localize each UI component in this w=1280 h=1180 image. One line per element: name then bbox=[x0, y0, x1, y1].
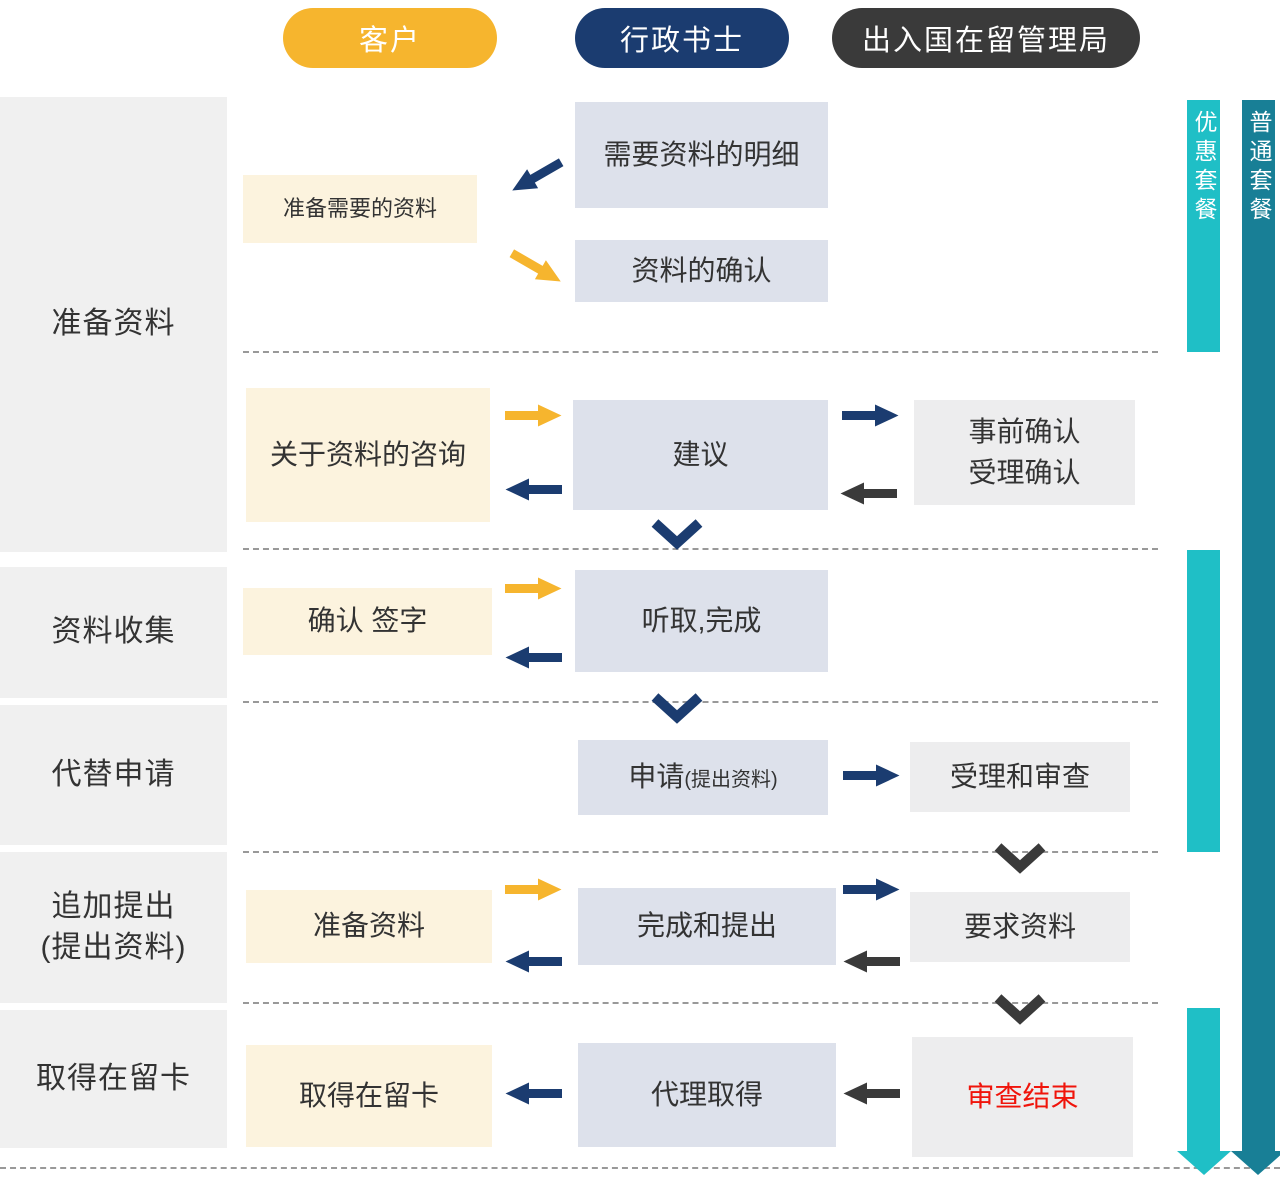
discount-package-arrowhead-icon bbox=[1177, 1151, 1231, 1175]
step-complete-submit: 完成和提出 bbox=[578, 888, 836, 965]
regular-package-label: 普通套餐 bbox=[1246, 110, 1272, 226]
stage-additional-submission: 追加提出 (提出资料) bbox=[0, 852, 227, 1003]
discount-package-bar-segment bbox=[1187, 1008, 1220, 1153]
step-apply-note: (提出资料) bbox=[684, 769, 778, 792]
arrow-left-icon bbox=[505, 1082, 562, 1105]
step-prior-confirm-line2: 受理确认 bbox=[968, 456, 1081, 488]
stage-additional-submission-line2: (提出资料) bbox=[40, 930, 187, 964]
step-confirm-sign: 确认 签字 bbox=[243, 588, 492, 655]
arrow-right-icon bbox=[842, 404, 899, 427]
stage-prepare-materials: 准备资料 bbox=[0, 97, 227, 552]
stage-proxy-application: 代替申请 bbox=[0, 705, 227, 845]
arrow-left-icon bbox=[843, 950, 900, 973]
chevron-down-icon bbox=[994, 843, 1046, 874]
step-request-docs: 要求资料 bbox=[910, 892, 1130, 962]
discount-package-label: 优惠套餐 bbox=[1191, 110, 1217, 226]
step-prepare-needed-docs: 准备需要的资料 bbox=[243, 175, 477, 243]
actor-pill-immigration-bureau: 出入国在留管理局 bbox=[832, 8, 1140, 68]
discount-package-bar: 优惠套餐 bbox=[1187, 100, 1220, 352]
chevron-down-icon bbox=[651, 519, 703, 550]
discount-package-bar-segment bbox=[1187, 550, 1220, 852]
step-prior-confirm-line1: 事前确认 bbox=[968, 415, 1081, 447]
step-accept-review: 受理和审查 bbox=[910, 742, 1130, 812]
actor-pill-customer: 客户 bbox=[283, 8, 497, 68]
arrow-left-icon bbox=[843, 1082, 900, 1105]
step-listen-complete: 听取,完成 bbox=[575, 570, 828, 672]
step-docs-confirmation: 资料的确认 bbox=[575, 240, 828, 302]
step-apply-label: 申请 bbox=[628, 761, 685, 793]
section-divider bbox=[243, 1002, 1158, 1004]
step-proxy-obtain: 代理取得 bbox=[578, 1043, 836, 1147]
actor-pill-scrivener: 行政书士 bbox=[575, 8, 789, 68]
stage-obtain-residence-card: 取得在留卡 bbox=[0, 1010, 227, 1148]
arrow-left-icon bbox=[840, 482, 897, 505]
step-prior-acceptance-confirm: 事前确认 受理确认 bbox=[914, 400, 1135, 505]
section-divider bbox=[243, 548, 1158, 550]
arrow-right-icon bbox=[843, 878, 900, 901]
regular-package-arrowhead-icon bbox=[1231, 1151, 1280, 1175]
arrow-left-icon bbox=[505, 646, 562, 669]
arrow-left-icon bbox=[506, 152, 567, 200]
arrow-right-icon bbox=[505, 577, 562, 600]
arrow-left-icon bbox=[505, 478, 562, 501]
step-review-end: 审查结束 bbox=[912, 1037, 1133, 1157]
regular-package-bar: 普通套餐 bbox=[1242, 100, 1275, 1153]
step-docs-consultation: 关于资料的咨询 bbox=[246, 388, 490, 522]
step-apply-submit-docs: 申请(提出资料) bbox=[578, 740, 828, 815]
bottom-divider bbox=[0, 1167, 1280, 1169]
section-divider bbox=[243, 351, 1158, 353]
step-prepare-docs: 准备资料 bbox=[246, 890, 492, 963]
chevron-down-icon bbox=[994, 994, 1046, 1025]
chevron-down-icon bbox=[651, 693, 703, 724]
step-obtain-card: 取得在留卡 bbox=[246, 1045, 492, 1147]
step-advice: 建议 bbox=[573, 400, 828, 510]
section-divider bbox=[243, 851, 1158, 853]
arrow-right-icon bbox=[505, 878, 562, 901]
stage-additional-submission-line1: 追加提出 bbox=[51, 890, 176, 923]
arrow-left-icon bbox=[505, 950, 562, 973]
stage-material-collection: 资料收集 bbox=[0, 567, 227, 698]
arrow-right-icon bbox=[843, 764, 900, 787]
step-needed-docs-detail: 需要资料的明细 bbox=[575, 102, 828, 208]
arrow-right-icon bbox=[505, 404, 562, 427]
arrow-right-icon bbox=[506, 243, 567, 291]
